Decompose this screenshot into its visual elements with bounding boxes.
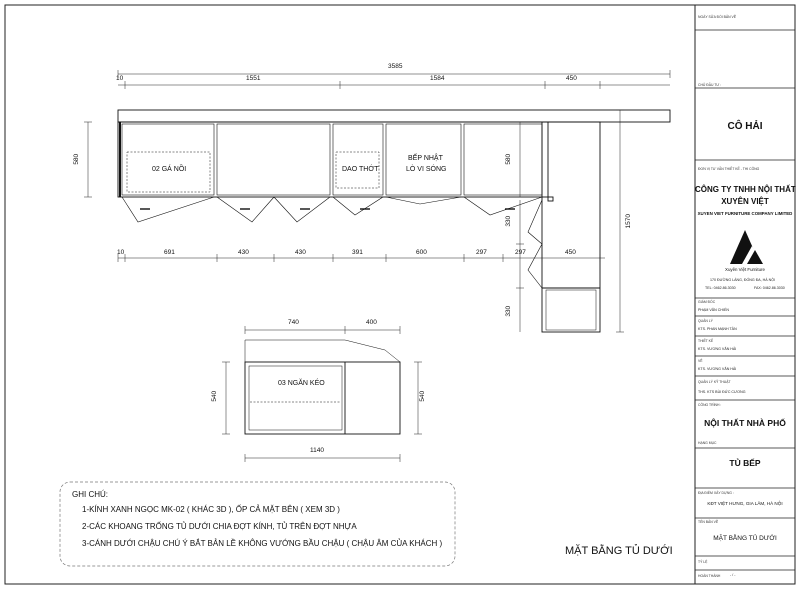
note-1: 1-KÍNH XANH NGỌC MK-02 ( KHÁC 3D ), ỐP C…: [82, 505, 340, 514]
dim-seg3: 450: [566, 75, 577, 82]
tb-scale-label: TỶ LỆ: [698, 560, 708, 564]
tb-qc-label: QUẢN LÝ KỸ THUẬT: [698, 380, 731, 384]
tb-address: 170 ĐƯỜNG LÁNG, ĐỐNG ĐA, HÀ NỘI: [710, 278, 776, 282]
title-block-rows: [695, 29, 795, 571]
sheet-title: MẶT BẰNG TỦ DƯỚI: [565, 545, 673, 557]
tb-manager: KTS. PHAN MẠNH TÂN: [698, 327, 737, 331]
tb-company-1: CÔNG TY TNHH NỘI THẤT: [695, 185, 796, 194]
note-3: 3-CÁNH DƯỚI CHẬU CHÚ Ý BẮT BẢN LỀ KHÔNG …: [82, 539, 443, 548]
dim-seg2: 1584: [430, 75, 445, 82]
dim-seg-b: 330: [505, 305, 513, 317]
dim-bottom-3: 430: [295, 249, 306, 256]
tb-director: PHẠM VĂN CHIẾN: [698, 308, 729, 312]
tb-investor-label: CHỦ ĐẦU TƯ :: [698, 83, 722, 87]
dim-bottom-7: 297: [515, 249, 526, 256]
tb-qc: THS. KTS BÙI ĐỨC CƯƠNG: [698, 390, 746, 394]
tb-company-en: XUYEN VIET FURNITURE COMPANY LIMITED: [697, 211, 793, 216]
tb-draw-label: VẼ: [698, 359, 703, 363]
tb-tel: TEL: 0462.86.3030: [705, 286, 736, 290]
dimension-lines: [84, 70, 671, 333]
label-stove: BẾP NHẬT: [408, 155, 443, 162]
dim-seg1: 1551: [246, 75, 261, 82]
dim-bottom-0: 10: [117, 249, 125, 256]
label-microwave: LÒ VI SÓNG: [406, 166, 447, 173]
countertop-plan: [117, 109, 671, 333]
drawer-dim-total: 1140: [310, 447, 324, 454]
tb-location: KĐT VIỆT HƯNG, GIA LÂM, HÀ NỘI: [707, 501, 783, 506]
tb-draw: KTS. VƯƠNG VĂN HẢI: [698, 367, 737, 371]
drawer-label: 03 NGĂN KÉO: [278, 380, 325, 387]
dim-depth: 580: [73, 153, 81, 165]
dim-bottom-5: 600: [416, 249, 427, 256]
notes-title: GHI CHÚ:: [72, 490, 108, 499]
tb-design: KTS. VƯƠNG VĂN HẢI: [698, 347, 737, 351]
dim-overall: 3585: [388, 63, 403, 70]
drawer-dim-depth-left: 540: [211, 390, 219, 402]
tb-done: - / -: [730, 573, 736, 577]
dim-bottom-4: 391: [352, 249, 363, 256]
tb-logo-text: Xuyên Việt Furniture: [725, 267, 765, 272]
tb-designer-label: ĐƠN VỊ TƯ VẤN THIẾT KẾ - THI CÔNG: [698, 167, 760, 171]
tb-project: NỘI THẤT NHÀ PHỐ: [704, 418, 786, 428]
sheet-border: [4, 4, 796, 585]
notes-box: [59, 481, 456, 567]
tb-director-label: GIÁM ĐỐC: [698, 300, 716, 304]
dim-left-edge: 10: [116, 75, 124, 82]
drawer-dimension-lines: [222, 326, 422, 462]
title-block-border: [694, 4, 796, 585]
dim-return-length: 1570: [624, 214, 632, 229]
tb-design-label: THIẾT KẾ: [698, 339, 714, 343]
drawer-dim-left: 740: [288, 319, 299, 326]
drawer-dim-right: 400: [366, 319, 377, 326]
tb-drawing-label: TÊN BẢN VẼ: [698, 520, 719, 524]
tb-done-label: HOÀN THÀNH: [698, 574, 721, 578]
dim-bottom-1: 691: [164, 249, 175, 256]
tb-item: TỦ BẾP: [729, 458, 761, 468]
drawer-dim-depth-right: 540: [419, 390, 427, 402]
dim-bottom-2: 430: [238, 249, 249, 256]
label-knife-board: DAO THỚT: [342, 166, 379, 173]
tb-fax: FAX: 0462.86.3030: [754, 286, 785, 290]
dim-seg-a: 330: [505, 215, 513, 227]
tb-investor: CÔ HẢI: [727, 121, 763, 132]
tb-drawing: MẶT BẰNG TỦ DƯỚI: [713, 535, 777, 542]
tb-item-label: HẠNG MỤC: [698, 441, 717, 445]
tb-company-2: XUYÊN VIỆT: [721, 197, 769, 206]
tb-manager-label: QUẢN LÝ: [698, 319, 713, 323]
dim-bottom-6: 297: [476, 249, 487, 256]
note-2: 2-CÁC KHOANG TRỐNG TỦ DƯỚI CHIA ĐỢT KÍNH…: [82, 522, 357, 531]
tb-location-label: ĐỊA ĐIỂM XÂY DỰNG :: [698, 491, 734, 495]
logo-mark: [730, 230, 763, 264]
drawer-unit: [244, 339, 401, 435]
tb-project-label: CÔNG TRÌNH :: [698, 403, 722, 407]
tb-date-label: NGÀY SỬA ĐỔI BẢN VẼ: [698, 15, 737, 19]
label-pot-rack: 02 GÁ NỒI: [152, 166, 187, 173]
dim-return-depth: 580: [505, 153, 513, 165]
dim-bottom-8: 450: [565, 249, 576, 256]
